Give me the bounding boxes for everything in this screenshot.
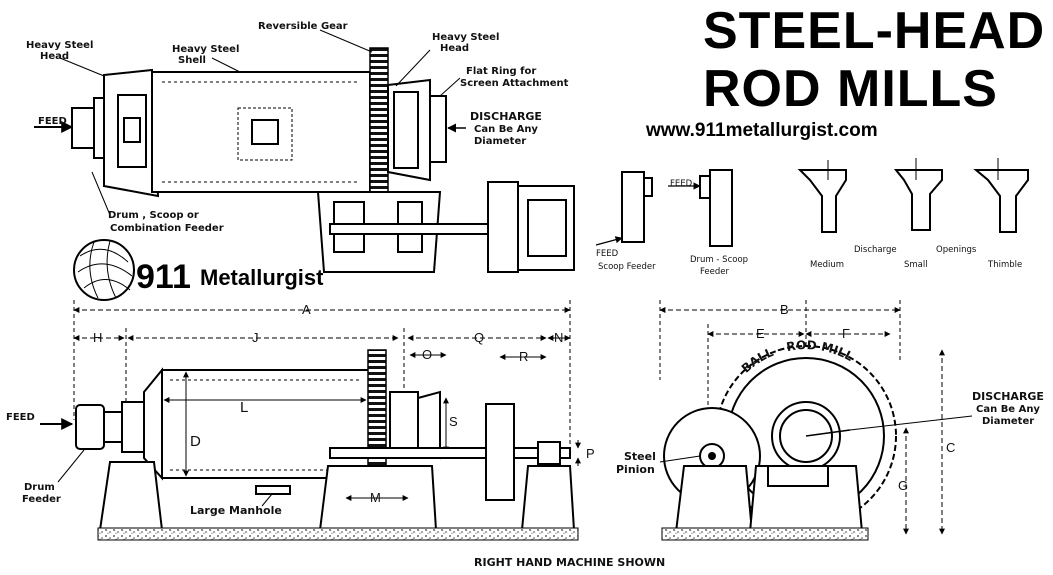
label-side-drum-feeder-1: Drum: [24, 482, 55, 493]
top-drum-feeder: [71, 107, 95, 149]
opening-medium-drawing: [797, 169, 847, 233]
website-url: www.911metallurgist.com: [645, 120, 878, 141]
top-view: FEED: [34, 29, 575, 273]
logo-number: 911: [136, 258, 191, 296]
dim-D: D: [190, 433, 201, 450]
label-heavy-steel-shell-2: Shell: [178, 55, 206, 66]
label-reversible-gear: Reversible Gear: [258, 21, 348, 32]
label-heavy-steel-shell-1: Heavy Steel: [172, 44, 239, 55]
drum-scoop-feeder-drawing: [709, 169, 733, 247]
label-heavy-steel-head-right-1: Heavy Steel: [432, 32, 499, 43]
end-ground: [661, 527, 869, 541]
label-drum-feeder-2: Combination Feeder: [110, 223, 224, 234]
label-end-discharge-1: DISCHARGE: [972, 390, 1044, 403]
top-flat-ring: [429, 95, 447, 163]
dim-N: N: [554, 330, 563, 345]
label-top-discharge-1: DISCHARGE: [470, 110, 542, 123]
dim-S: S: [449, 414, 458, 429]
top-feed-label: FEED: [38, 116, 67, 127]
label-top-discharge-2: Can Be Any: [474, 124, 538, 135]
scoop-feeder-drawing: [621, 171, 645, 243]
label-steel-pinion-2: Pinion: [616, 463, 655, 476]
label-opening-medium: Medium: [810, 260, 844, 270]
caption-right-hand-machine: RIGHT HAND MACHINE SHOWN: [474, 556, 665, 569]
label-drum-feeder-1: Drum , Scoop or: [108, 210, 199, 221]
label-flat-ring-2: Screen Attachment: [460, 78, 569, 89]
dim-B: B: [780, 302, 789, 317]
dim-O: O: [422, 347, 432, 362]
label-heavy-steel-head-right-2: Head: [440, 43, 469, 54]
dim-G: G: [898, 478, 908, 493]
side-large-manhole: [255, 485, 291, 495]
dim-E: E: [756, 326, 765, 341]
label-large-manhole: Large Manhole: [190, 504, 282, 517]
dim-Q: Q: [474, 330, 484, 345]
label-end-discharge-3: Diameter: [982, 416, 1034, 427]
dim-H: H: [93, 330, 102, 345]
discharge-openings: [797, 158, 1029, 233]
label-side-feed: FEED: [6, 412, 35, 423]
label-side-drum-feeder-2: Feeder: [22, 494, 61, 505]
dim-J: J: [252, 330, 259, 345]
label-heavy-steel-head-left-2: Head: [40, 51, 69, 62]
side-pulley: [485, 403, 515, 501]
opening-small-drawing: [893, 169, 943, 231]
label-feeder-feed-top: FEED: [670, 179, 693, 189]
logo-word: Metallurgist: [200, 265, 324, 290]
label-feeder-feed-left: FEED: [596, 249, 619, 259]
side-view: [40, 300, 581, 541]
side-drum-feeder: [75, 404, 105, 450]
label-end-discharge-2: Can Be Any: [976, 404, 1040, 415]
end-view: [659, 300, 973, 541]
label-steel-pinion-1: Steel: [624, 450, 656, 463]
title-line1: STEEL-HEAD: [703, 2, 1045, 60]
dim-M: M: [370, 490, 381, 505]
side-ground: [97, 527, 579, 541]
label-openings-discharge: Discharge: [854, 245, 897, 255]
label-opening-small: Small: [904, 260, 928, 270]
dim-F: F: [842, 326, 850, 341]
dim-A: A: [302, 302, 311, 317]
label-openings-openings: Openings: [936, 245, 977, 255]
dim-P: P: [586, 446, 595, 461]
label-scoop-feeder: Scoop Feeder: [598, 262, 656, 272]
label-top-discharge-3: Diameter: [474, 136, 526, 147]
side-shell: [161, 369, 371, 479]
logo: 911 Metallurgist: [73, 239, 324, 301]
title-line2: ROD MILLS: [703, 60, 998, 118]
feeders: [595, 169, 733, 247]
label-opening-thimble: Thimble: [987, 260, 1022, 270]
label-drum-scoop-feeder-1: Drum - Scoop: [690, 255, 748, 265]
label-drum-scoop-feeder-2: Feeder: [700, 267, 730, 277]
dim-L: L: [240, 399, 248, 416]
dim-C: C: [946, 440, 955, 455]
dim-R: R: [519, 349, 528, 364]
label-flat-ring-1: Flat Ring for: [466, 66, 536, 77]
opening-thimble-drawing: [973, 169, 1029, 233]
label-heavy-steel-head-left-1: Heavy Steel: [26, 40, 93, 51]
